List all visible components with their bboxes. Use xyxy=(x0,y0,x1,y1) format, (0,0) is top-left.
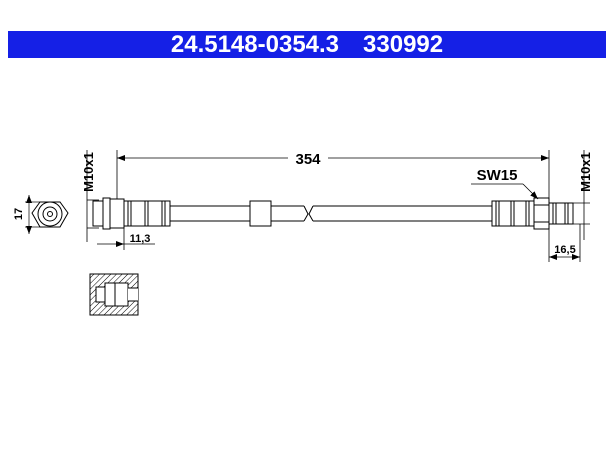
right-fitting-length-label: 16,5 xyxy=(554,244,575,256)
left-thread-label: M10x1 xyxy=(81,152,96,192)
right-thread-dimension xyxy=(573,150,590,240)
overall-length-dimension xyxy=(116,150,550,200)
wrench-size-label: SW15 xyxy=(477,167,518,184)
left-fitting-dimension xyxy=(97,228,155,250)
reference-number: 330992 xyxy=(363,30,444,58)
hose-body xyxy=(170,200,492,227)
end-view xyxy=(25,195,69,234)
right-fitting-dimension xyxy=(548,224,581,262)
title-bar: 24.5148-0354.3 330992 xyxy=(8,31,606,58)
left-fitting-length-label: 11,3 xyxy=(130,233,151,245)
left-thread-dimension xyxy=(86,150,99,242)
right-thread-label: M10x1 xyxy=(578,152,593,192)
right-fitting xyxy=(491,197,574,230)
overall-length-label: 354 xyxy=(295,151,321,168)
wrench-size-leader xyxy=(471,183,539,200)
part-number: 24.5148-0354.3 xyxy=(170,30,340,58)
section-detail xyxy=(89,273,139,316)
end-diameter-label: 17 xyxy=(13,208,25,220)
left-fitting xyxy=(92,197,171,230)
